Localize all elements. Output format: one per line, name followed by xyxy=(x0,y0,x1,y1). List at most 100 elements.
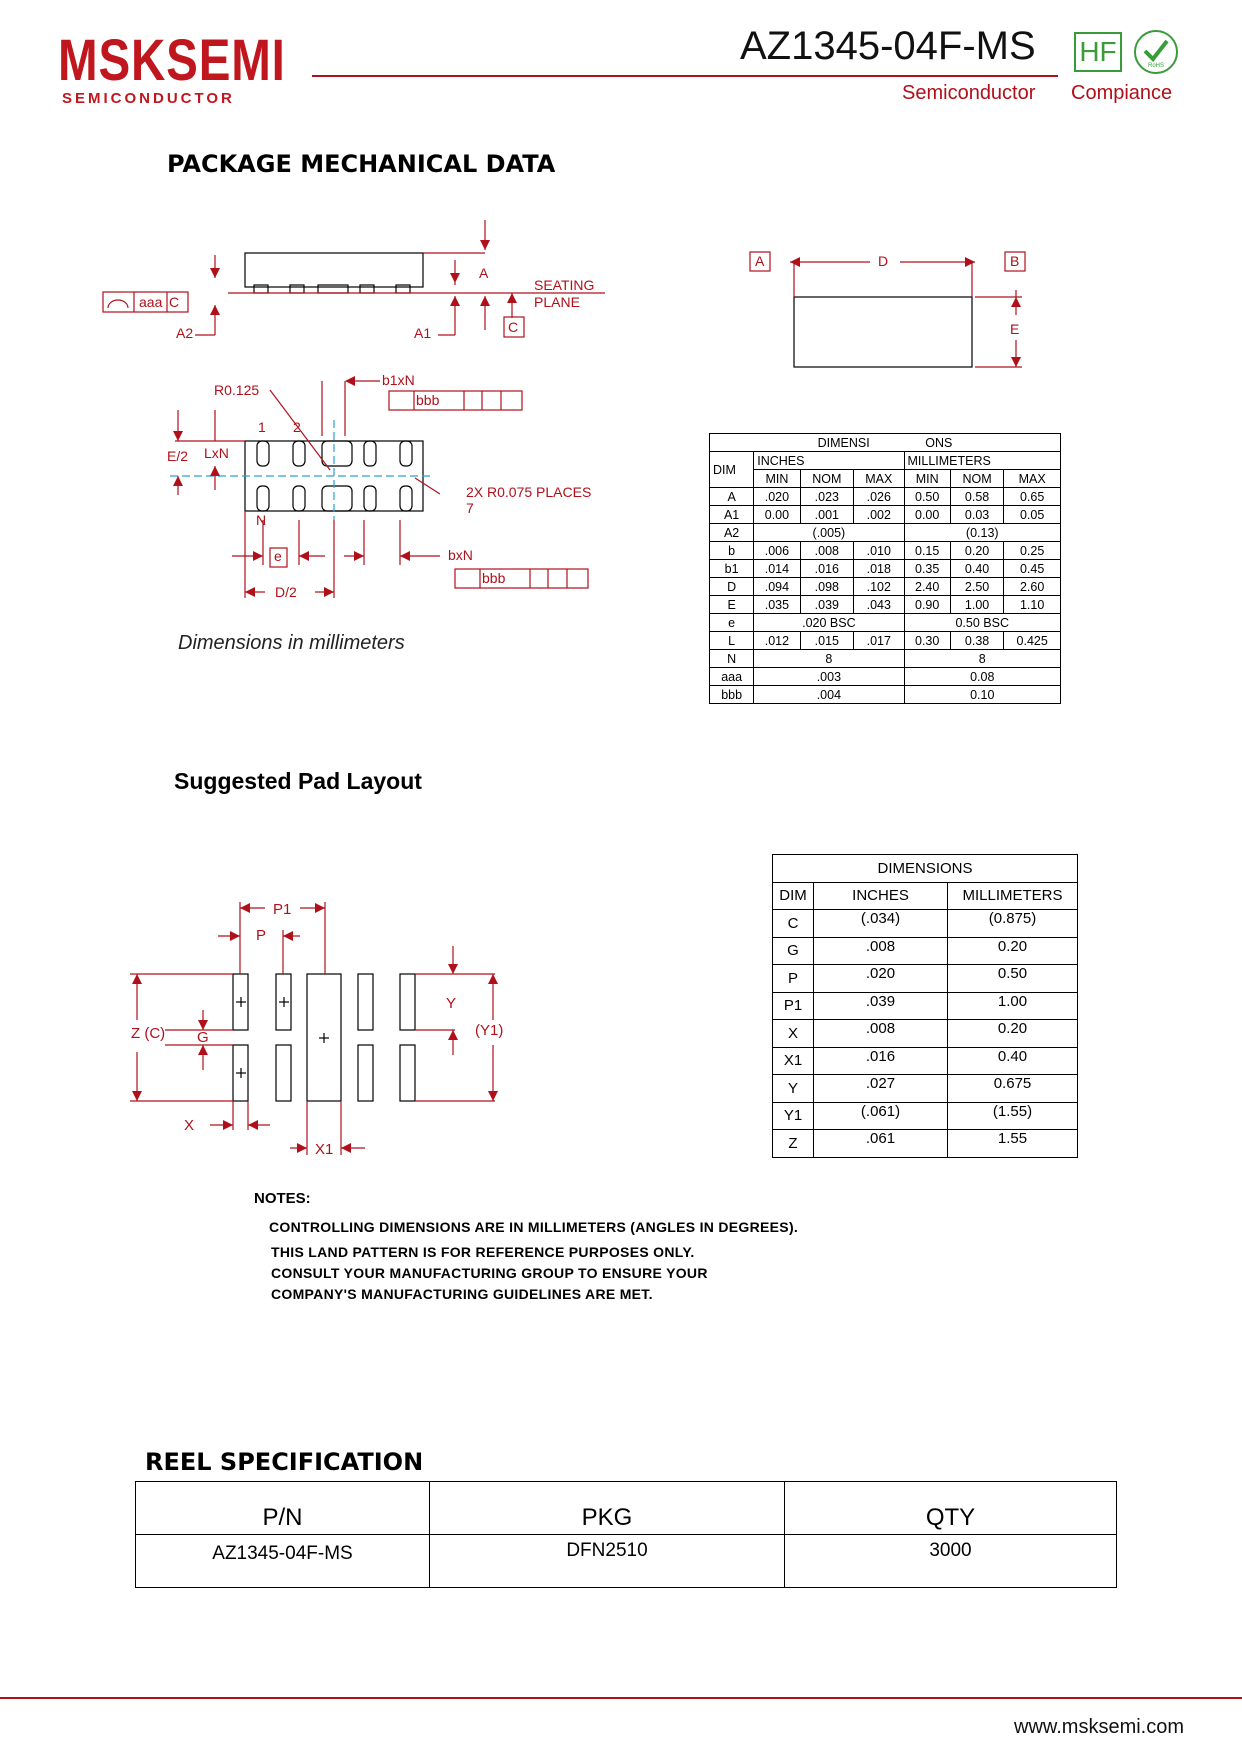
note-line: CONTROLLING DIMENSIONS ARE IN MILLIMETER… xyxy=(269,1219,799,1235)
value-cell: .020 xyxy=(753,487,801,506)
value-cell: .094 xyxy=(753,577,801,596)
pad-label-x1: X1 xyxy=(315,1141,333,1158)
pad-cell: X1 xyxy=(772,1046,814,1075)
value-cell: 2.60 xyxy=(1003,577,1061,596)
company-logo: MSKSEMI xyxy=(58,28,286,93)
pad-cell: (.061) xyxy=(813,1101,948,1130)
value-cell: 0.425 xyxy=(1003,631,1061,650)
value-cell: (0.13) xyxy=(903,523,1061,542)
value-cell: .008 xyxy=(799,541,855,560)
reel-header-pn: P/N xyxy=(135,1481,430,1535)
value-cell: 0.50 BSC xyxy=(903,613,1061,632)
label-e-half: E/2 xyxy=(167,448,188,464)
pad-layout-title: Suggested Pad Layout xyxy=(174,768,422,794)
pad-cell: P1 xyxy=(772,991,814,1020)
note-line: CONSULT YOUR MANUFACTURING GROUP TO ENSU… xyxy=(271,1265,708,1281)
value-cell: 8 xyxy=(903,649,1061,668)
pad-cell: 0.20 xyxy=(947,1019,1078,1048)
header-rule xyxy=(312,75,1058,77)
value-cell: .001 xyxy=(799,505,855,524)
value-cell: .016 xyxy=(799,559,855,578)
pad-table-row: C(.034)(0.875) xyxy=(772,909,1078,938)
pad-label-y: Y xyxy=(446,995,456,1012)
value-cell: 0.00 xyxy=(753,505,801,524)
pad-cell: (0.875) xyxy=(947,909,1078,938)
pad-layout-drawing: P1 P Z (C) G Y (Y1) X X1 xyxy=(130,901,503,1158)
value-cell: .010 xyxy=(853,541,905,560)
value-cell: .004 xyxy=(753,685,905,704)
label-n: N xyxy=(256,512,266,528)
note-line: COMPANY'S MANUFACTURING GUIDELINES ARE M… xyxy=(271,1286,653,1302)
sub-header: MAX xyxy=(853,469,905,488)
pad-cell: 0.50 xyxy=(947,964,1078,993)
package-dimensions-table: DIMENSI ONS DIM INCHES MILLIMETERS MIN N… xyxy=(708,433,1061,704)
pad-cell: 0.20 xyxy=(947,936,1078,965)
reel-value-pkg: DFN2510 xyxy=(429,1534,785,1588)
label-c-frame: C xyxy=(169,294,179,310)
label-lxn: LxN xyxy=(204,445,229,461)
dim-col-header: DIM xyxy=(708,451,755,488)
label-c: C xyxy=(508,319,518,335)
dim-cell: bbb xyxy=(708,685,755,704)
pad-label-x: X xyxy=(184,1117,194,1134)
value-cell: .098 xyxy=(799,577,855,596)
value-cell: 0.40 xyxy=(949,559,1005,578)
label-seating: SEATING xyxy=(534,277,594,293)
sub-header: MIN xyxy=(903,469,951,488)
dim-cell: E xyxy=(708,595,755,614)
pad-cell: Y xyxy=(772,1074,814,1103)
label-plane: PLANE xyxy=(534,294,580,310)
pad-cell: Z xyxy=(772,1129,814,1158)
label-b1xn: b1xN xyxy=(382,372,415,388)
dimension-arrows xyxy=(173,240,1021,597)
pad-table-row: Y1(.061)(1.55) xyxy=(772,1101,1078,1130)
pad-label-z: Z (C) xyxy=(131,1025,165,1042)
pad-cell: Y1 xyxy=(772,1101,814,1130)
pad-cell: .039 xyxy=(813,991,948,1020)
label-pitch-e: e xyxy=(274,548,282,564)
label-pin-2: 2 xyxy=(293,419,301,435)
dim-table-header: DIMENSI ONS xyxy=(709,433,1061,452)
value-cell: .020 BSC xyxy=(753,613,905,632)
pad-cell: C xyxy=(772,909,814,938)
sub-header: NOM xyxy=(799,469,855,488)
value-cell: 0.08 xyxy=(903,667,1061,686)
pad-cell: 0.40 xyxy=(947,1046,1078,1075)
value-cell: 0.10 xyxy=(903,685,1061,704)
label-e: E xyxy=(1010,321,1019,337)
dim-cell: N xyxy=(708,649,755,668)
footer-website-link[interactable]: www.msksemi.com xyxy=(1014,1716,1185,1738)
value-cell: 2.50 xyxy=(949,577,1005,596)
pad-cell: G xyxy=(772,936,814,965)
pad-table-header: DIMENSIONS xyxy=(772,854,1078,883)
pad-cell: P xyxy=(772,964,814,993)
value-cell: 2.40 xyxy=(903,577,951,596)
dim-cell: A1 xyxy=(708,505,755,524)
value-cell: .102 xyxy=(853,577,905,596)
label-d: D xyxy=(878,253,888,269)
value-cell: .043 xyxy=(853,595,905,614)
header-subtitle-compliance: Compiance xyxy=(1071,82,1173,104)
reel-header-pkg: PKG xyxy=(429,1481,785,1535)
pad-cell: .027 xyxy=(813,1074,948,1103)
footer-rule xyxy=(0,1697,1242,1699)
pad-cell: 0.675 xyxy=(947,1074,1078,1103)
value-cell: 0.50 xyxy=(903,487,951,506)
label-datum-a: A xyxy=(755,253,765,269)
value-cell: .023 xyxy=(799,487,855,506)
dim-table-row: A2(.005)(0.13) xyxy=(708,523,1061,542)
value-cell: 0.38 xyxy=(949,631,1005,650)
rohs-text: RoHS xyxy=(1148,63,1164,69)
pad-cell: .020 xyxy=(813,964,948,993)
pad-label-y1: (Y1) xyxy=(475,1022,503,1039)
dim-cell: A2 xyxy=(708,523,755,542)
label-a2: A2 xyxy=(176,325,193,341)
label-bxn: bxN xyxy=(448,547,473,563)
label-bbb-2: bbb xyxy=(482,570,506,586)
